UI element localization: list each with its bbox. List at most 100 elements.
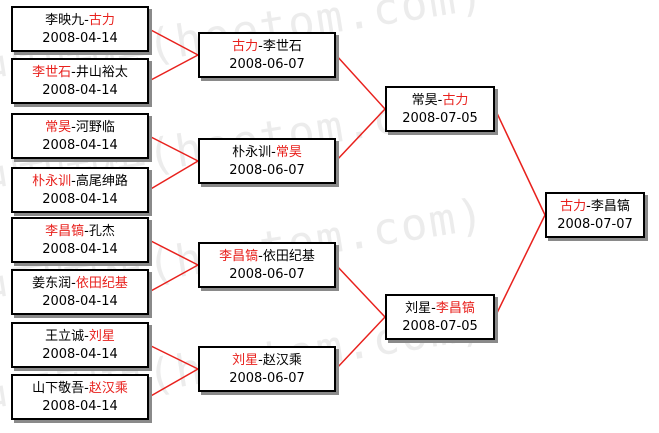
match-date: 2008-06-07 xyxy=(229,57,305,72)
match-date: 2008-04-14 xyxy=(42,294,118,309)
vs-separator: - xyxy=(84,329,89,344)
match-players: 常昊-古力 xyxy=(387,92,493,110)
player-name: 姜东润 xyxy=(32,276,72,291)
player-name: 古力 xyxy=(232,39,259,54)
vs-separator: - xyxy=(84,381,89,396)
match-date: 2008-06-07 xyxy=(229,267,305,282)
player-name: 孔杰 xyxy=(88,224,115,239)
player-name: 井山裕太 xyxy=(75,65,128,80)
match-players: 古力-李昌镐 xyxy=(547,198,643,216)
player-name: 李昌镐 xyxy=(45,224,85,239)
connector-line xyxy=(148,135,199,162)
player-name: 山下敬吾 xyxy=(32,381,85,396)
player-name: 李映九 xyxy=(45,13,85,28)
connector-line xyxy=(335,54,386,110)
match-players: 刘星-李昌镐 xyxy=(387,300,493,318)
player-name: 朴永训 xyxy=(32,174,72,189)
player-name: 赵汉乘 xyxy=(88,381,128,396)
match-date: 2008-04-14 xyxy=(42,31,118,46)
match-players: 古力-李世石 xyxy=(200,38,334,56)
player-name: 古力 xyxy=(560,199,587,214)
vs-separator: - xyxy=(431,301,436,316)
match-date: 2008-04-14 xyxy=(42,83,118,98)
match-players: 刘星-赵汉乘 xyxy=(200,352,334,370)
player-name: 古力 xyxy=(442,93,469,108)
vs-separator: - xyxy=(71,174,76,189)
vs-separator: - xyxy=(258,39,263,54)
match-players: 李世石-井山裕太 xyxy=(13,64,147,82)
player-name: 常昊 xyxy=(411,93,438,108)
player-name: 常昊 xyxy=(275,145,302,160)
connector-line xyxy=(148,160,199,191)
player-name: 依田纪基 xyxy=(262,249,315,264)
match-date: 2008-07-05 xyxy=(402,111,478,126)
player-name: 高尾绅路 xyxy=(75,174,128,189)
connector-line xyxy=(148,264,199,293)
match-players: 姜东润-依田纪基 xyxy=(13,275,147,293)
match-players: 常昊-河野临 xyxy=(13,119,147,137)
match-players: 朴永训-高尾绅路 xyxy=(13,173,147,191)
player-name: 李昌镐 xyxy=(435,301,475,316)
vs-separator: - xyxy=(84,13,89,28)
match-date: 2008-07-07 xyxy=(557,217,633,232)
vs-separator: - xyxy=(258,353,263,368)
connector-line xyxy=(148,28,199,56)
connector-line xyxy=(148,368,199,398)
connector-line xyxy=(148,239,199,266)
player-name: 刘星 xyxy=(405,301,432,316)
match-players: 李昌镐-孔杰 xyxy=(13,223,147,241)
player-name: 王立诚 xyxy=(45,329,85,344)
vs-separator: - xyxy=(437,93,443,108)
vs-separator: - xyxy=(71,276,76,291)
vs-separator: - xyxy=(271,145,276,160)
player-name: 古力 xyxy=(88,13,115,28)
player-name: 河野临 xyxy=(75,120,115,135)
match-date: 2008-07-05 xyxy=(402,319,478,334)
connector-line xyxy=(335,264,386,318)
match-players: 山下敬吾-赵汉乘 xyxy=(13,380,147,398)
match-players: 朴永训-常昊 xyxy=(200,144,334,162)
connector-line xyxy=(148,54,199,82)
player-name: 依田纪基 xyxy=(75,276,128,291)
player-name: 李世石 xyxy=(262,39,302,54)
player-name: 常昊 xyxy=(45,120,72,135)
player-name: 李昌镐 xyxy=(219,249,259,264)
player-name: 赵汉乘 xyxy=(262,353,302,368)
match-date: 2008-04-14 xyxy=(42,399,118,414)
match-players: 李映九-古力 xyxy=(13,12,147,30)
vs-separator: - xyxy=(258,249,263,264)
match-date: 2008-04-14 xyxy=(42,242,118,257)
vs-separator: - xyxy=(586,199,591,214)
player-name: 刘星 xyxy=(88,329,115,344)
match-date: 2008-06-07 xyxy=(229,371,305,386)
match-players: 李昌镐-依田纪基 xyxy=(200,248,334,266)
player-name: 刘星 xyxy=(232,353,259,368)
player-name: 李世石 xyxy=(32,65,72,80)
match-date: 2008-04-14 xyxy=(42,192,118,207)
connector-line xyxy=(494,214,546,318)
connector-line xyxy=(148,344,199,370)
connector-line xyxy=(335,316,386,370)
connector-line xyxy=(494,108,546,216)
vs-separator: - xyxy=(71,65,76,80)
match-date: 2008-04-14 xyxy=(42,347,118,362)
player-name: 朴永训 xyxy=(232,145,272,160)
vs-separator: - xyxy=(84,224,89,239)
match-date: 2008-06-07 xyxy=(229,163,305,178)
